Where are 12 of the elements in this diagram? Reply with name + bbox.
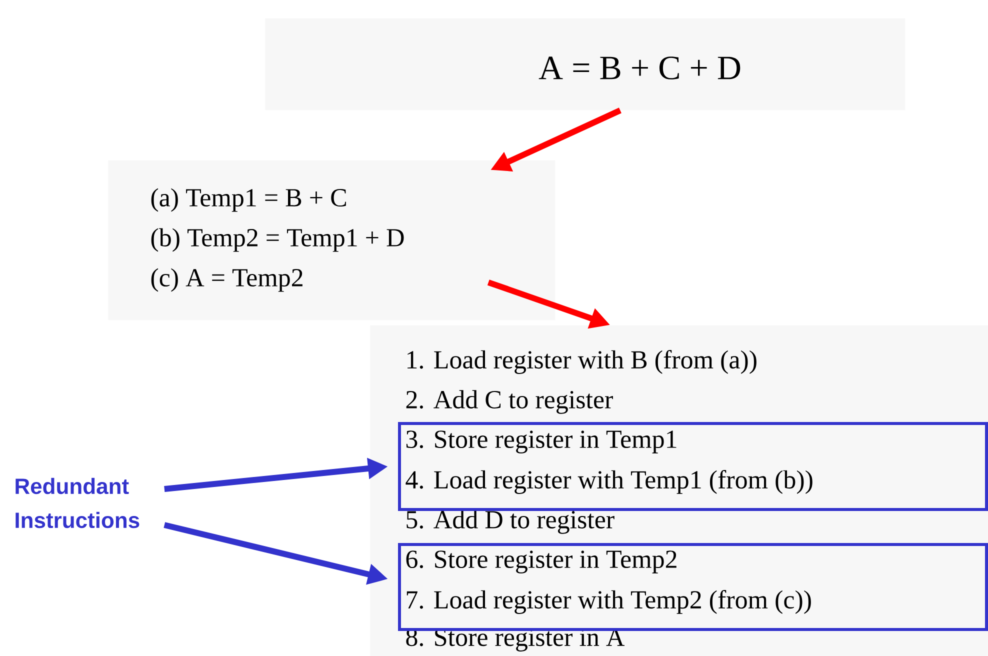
callout-text: Redundant Instructions [16,478,140,528]
instruction-line: 4. Load register with Temp1 (from (b)) [406,470,812,494]
instruction-line: 3. Store register in Temp1 [406,430,676,454]
equation-line: (a) Temp1 = B + C [151,188,346,212]
instruction-line: 2. Add C to register [406,390,613,414]
equation: A = B + C + D [538,56,740,80]
equation-line: (b) Temp2 = Temp1 + D [151,228,404,252]
instruction-line: 1. Load register with B (from (a)) [408,350,756,374]
instruction-line: 6. Store register in Temp2 [406,550,676,574]
equation-line: (c) A = Temp2 [151,268,302,292]
instruction-line: 7. Load register with Temp2 (from (c)) [406,590,811,614]
instruction-line: 5. Add D to register [406,510,614,534]
